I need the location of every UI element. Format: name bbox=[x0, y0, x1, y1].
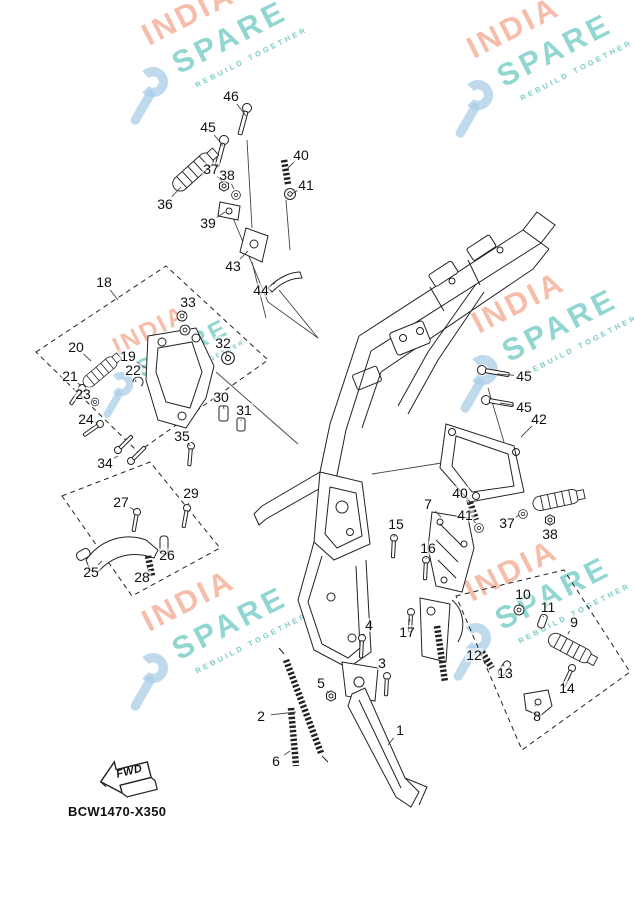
top-footrest-parts bbox=[169, 101, 303, 293]
callout-leader-lines bbox=[77, 103, 571, 756]
right-footrest-parts bbox=[388, 364, 587, 593]
fwd-arrow: FWD bbox=[87, 745, 161, 807]
side-stand-parts bbox=[278, 597, 464, 808]
fwd-arrow-shape bbox=[99, 760, 158, 798]
part-code: BCW1470-X350 bbox=[68, 804, 167, 819]
left-rearset-parts bbox=[67, 310, 246, 467]
pillion-footrest-parts bbox=[479, 604, 600, 717]
brake-pedal-parts bbox=[75, 503, 192, 577]
